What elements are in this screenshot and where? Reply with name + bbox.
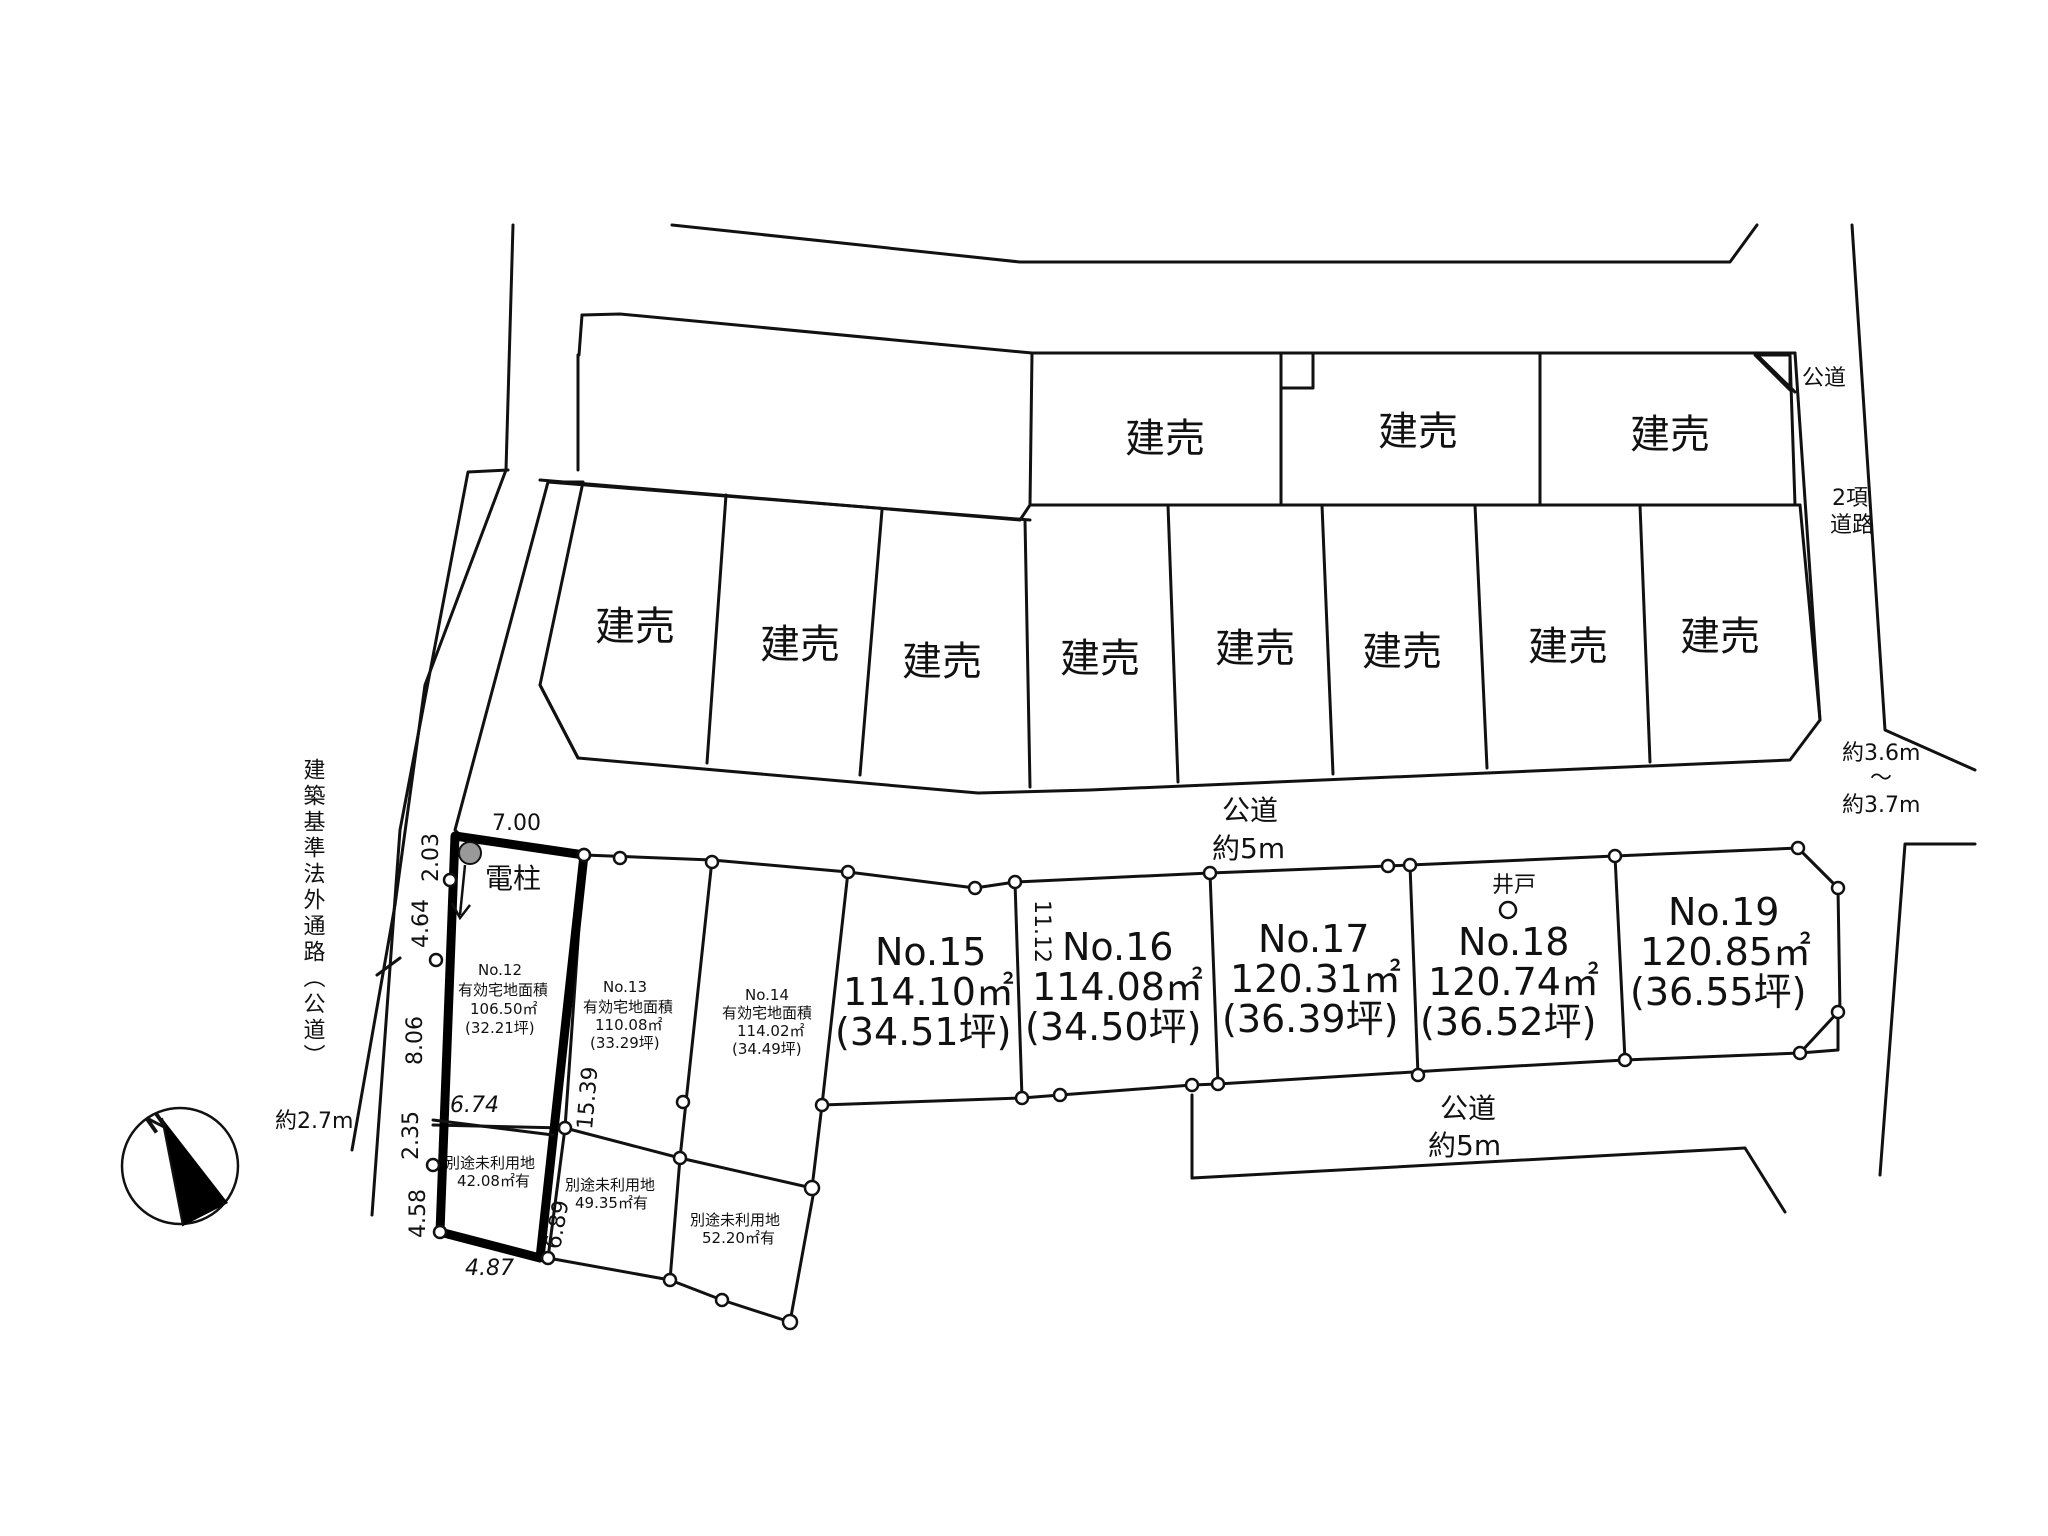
dim-11-12: 11.12 bbox=[1029, 900, 1054, 963]
build-label: 建売 bbox=[1215, 626, 1295, 672]
road-label-class2-1: 2項 bbox=[1832, 486, 1868, 511]
build-label: 建売 bbox=[1680, 614, 1760, 660]
lot-18-area: 120.74㎡ bbox=[1428, 960, 1599, 1004]
pole-label: 電柱 bbox=[485, 862, 541, 895]
extra-land-2-label: 別途未利用地 bbox=[565, 1176, 655, 1194]
well-label: 井戸 bbox=[1492, 873, 1536, 898]
dim-2-35: 2.35 bbox=[399, 1111, 424, 1160]
road-width-side-1: 約3.6m bbox=[1842, 741, 1920, 766]
lot-14-no: No.14 bbox=[745, 986, 789, 1004]
dim-2-03: 2.03 bbox=[419, 833, 444, 882]
road-lines bbox=[350, 223, 1977, 1214]
lot-18-no: No.18 bbox=[1458, 920, 1569, 964]
build-label: 建売 bbox=[1528, 624, 1608, 670]
lot-13-label: 有効宅地面積 bbox=[583, 998, 673, 1016]
dim-8-06: 8.06 bbox=[403, 1016, 428, 1065]
dim-6-74: 6.74 bbox=[450, 1093, 499, 1118]
extra-land-3-label: 別途未利用地 bbox=[690, 1211, 780, 1229]
build-label: 建売 bbox=[1060, 636, 1140, 682]
road-width-bottom: 約5m bbox=[1428, 1129, 1501, 1162]
lot-12-tsubo: (32.21坪) bbox=[465, 1019, 535, 1037]
extra-land-1-label: 別途未利用地 bbox=[445, 1154, 535, 1172]
lot-12-label: 有効宅地面積 bbox=[458, 981, 548, 999]
lot-17-no: No.17 bbox=[1258, 917, 1369, 961]
lot-19-no: No.19 bbox=[1668, 890, 1779, 934]
lot-15-no: No.15 bbox=[875, 930, 986, 974]
lot-16-tsubo: (34.50坪) bbox=[1025, 1005, 1201, 1049]
lot-17-tsubo: (36.39坪) bbox=[1222, 997, 1398, 1041]
lot-labels: No.12 有効宅地面積 106.50㎡ (32.21坪) No.13 有効宅地… bbox=[458, 890, 1811, 1058]
lot-14-tsubo: (34.49坪) bbox=[732, 1040, 802, 1058]
build-label: 建売 bbox=[760, 622, 840, 668]
lot-14-area: 114.02㎡ bbox=[737, 1022, 805, 1040]
extra-land-3-area: 52.20㎡有 bbox=[702, 1229, 775, 1247]
sale-lots bbox=[431, 831, 1842, 1324]
road-label-left-passage: 建築基準法外通路（公道） bbox=[300, 758, 326, 1070]
lot-12-area: 106.50㎡ bbox=[470, 1000, 538, 1018]
road-width-left: 約2.7m bbox=[275, 1109, 353, 1134]
extra-land-2-area: 49.35㎡有 bbox=[575, 1194, 648, 1212]
road-labels: 公道 2項 道路 約3.6m ～ 約3.7m 公道 約5m 公道 約5m 建築基… bbox=[275, 366, 1920, 1162]
build-label: 建売 bbox=[1378, 409, 1458, 455]
road-label-bottom: 公道 bbox=[1440, 1092, 1496, 1125]
lot-13-tsubo: (33.29坪) bbox=[590, 1034, 660, 1052]
top-block bbox=[538, 312, 1822, 722]
lot-16-area: 114.08㎡ bbox=[1032, 965, 1203, 1009]
well-icon bbox=[1498, 900, 1518, 920]
road-width-side-3: 約3.7m bbox=[1842, 793, 1920, 818]
road-label-class2-2: 道路 bbox=[1830, 513, 1874, 538]
lot-16-no: No.16 bbox=[1062, 925, 1173, 969]
utility-pole-icon bbox=[450, 841, 482, 921]
lot-14-label: 有効宅地面積 bbox=[722, 1004, 812, 1022]
road-label-public-top: 公道 bbox=[1802, 366, 1846, 391]
dimension-labels: 7.00 2.03 4.64 8.06 6.74 2.35 4.58 4.87 … bbox=[399, 811, 1054, 1281]
dim-15-39: 15.39 bbox=[573, 1066, 603, 1131]
build-labels: 建売 建売 建売 建売 建売 建売 建売 建売 建売 建売 建売 bbox=[595, 409, 1760, 685]
road-width-middle: 約5m bbox=[1212, 832, 1285, 865]
build-label: 建売 bbox=[595, 604, 675, 650]
road-width-side-2: ～ bbox=[1870, 766, 1892, 791]
middle-block bbox=[538, 480, 1822, 795]
lot-15-area: 114.10㎡ bbox=[843, 970, 1014, 1014]
extra-land-labels: 別途未利用地 42.08㎡有 別途未利用地 49.35㎡有 別途未利用地 52.… bbox=[445, 1154, 780, 1247]
lot-15-tsubo: (34.51坪) bbox=[835, 1010, 1011, 1054]
dim-4-87: 4.87 bbox=[465, 1256, 514, 1281]
lot-19-tsubo: (36.55坪) bbox=[1630, 970, 1806, 1014]
boundary-points bbox=[425, 840, 1846, 1331]
lot-13-no: No.13 bbox=[603, 978, 647, 996]
build-label: 建売 bbox=[1630, 412, 1710, 458]
dim-4-58: 4.58 bbox=[406, 1189, 431, 1238]
road-label-middle: 公道 bbox=[1222, 794, 1278, 827]
build-label: 建売 bbox=[1362, 629, 1442, 675]
lot-13-area: 110.08㎡ bbox=[595, 1016, 663, 1034]
dim-4-64: 4.64 bbox=[409, 899, 434, 948]
lot-18-tsubo: (36.52坪) bbox=[1420, 1000, 1596, 1044]
build-label: 建売 bbox=[902, 639, 982, 685]
dim-7-00: 7.00 bbox=[492, 811, 541, 836]
lot-12-no: No.12 bbox=[478, 961, 522, 979]
compass: N bbox=[120, 1106, 240, 1227]
lot-19-area: 120.85㎡ bbox=[1640, 930, 1811, 974]
build-label: 建売 bbox=[1125, 416, 1205, 462]
lot-17-area: 120.31㎡ bbox=[1230, 957, 1401, 1001]
extra-land-1-area: 42.08㎡有 bbox=[457, 1172, 530, 1190]
